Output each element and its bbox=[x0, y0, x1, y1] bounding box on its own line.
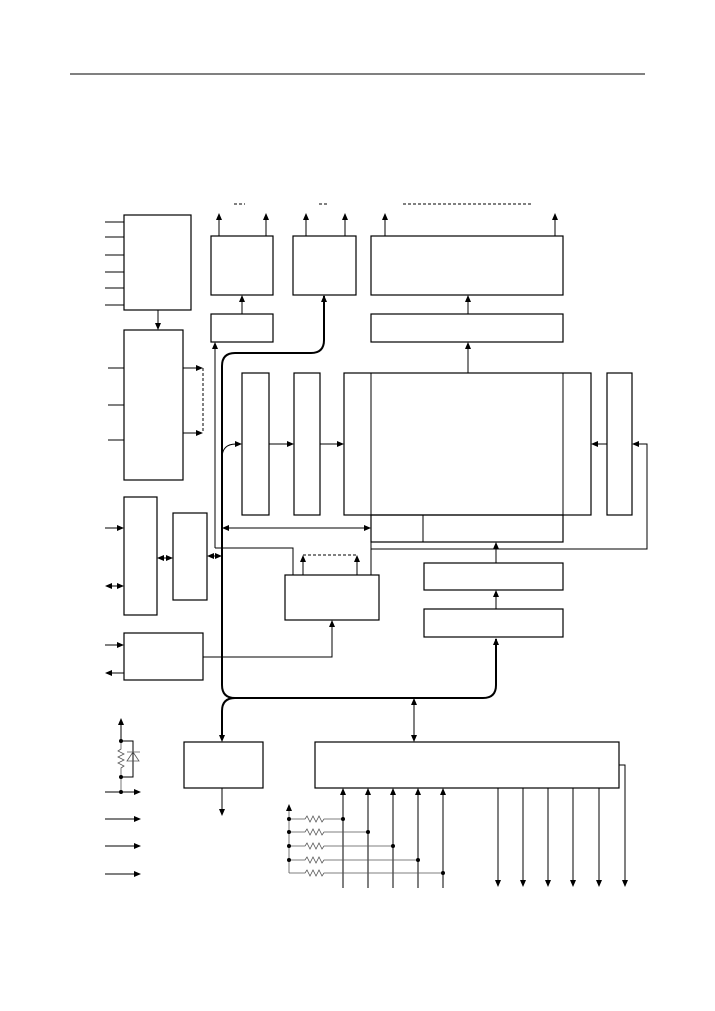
block-i bbox=[215, 547, 380, 621]
block-l bbox=[183, 741, 264, 816]
driver-block-3 bbox=[370, 295, 564, 373]
block-j1 bbox=[423, 562, 564, 591]
reset-circuit bbox=[117, 718, 140, 792]
block-e1 bbox=[241, 372, 270, 516]
output-block-2 bbox=[292, 203, 357, 296]
block-a bbox=[105, 214, 192, 330]
output-block-3 bbox=[370, 203, 564, 296]
block-j2 bbox=[423, 590, 564, 638]
pullup-resistors bbox=[286, 804, 445, 877]
control-inputs bbox=[105, 789, 141, 877]
block-h2 bbox=[172, 512, 222, 601]
block-b bbox=[108, 329, 204, 481]
block-k bbox=[105, 620, 335, 681]
block-g bbox=[370, 372, 648, 550]
io-port-block bbox=[314, 741, 628, 888]
output-block-1 bbox=[210, 203, 274, 296]
driver-block-1 bbox=[210, 295, 274, 548]
block-h1 bbox=[105, 496, 173, 616]
internal-bus bbox=[219, 295, 499, 742]
block-e2 bbox=[293, 372, 321, 516]
display-ram-block bbox=[343, 372, 592, 543]
